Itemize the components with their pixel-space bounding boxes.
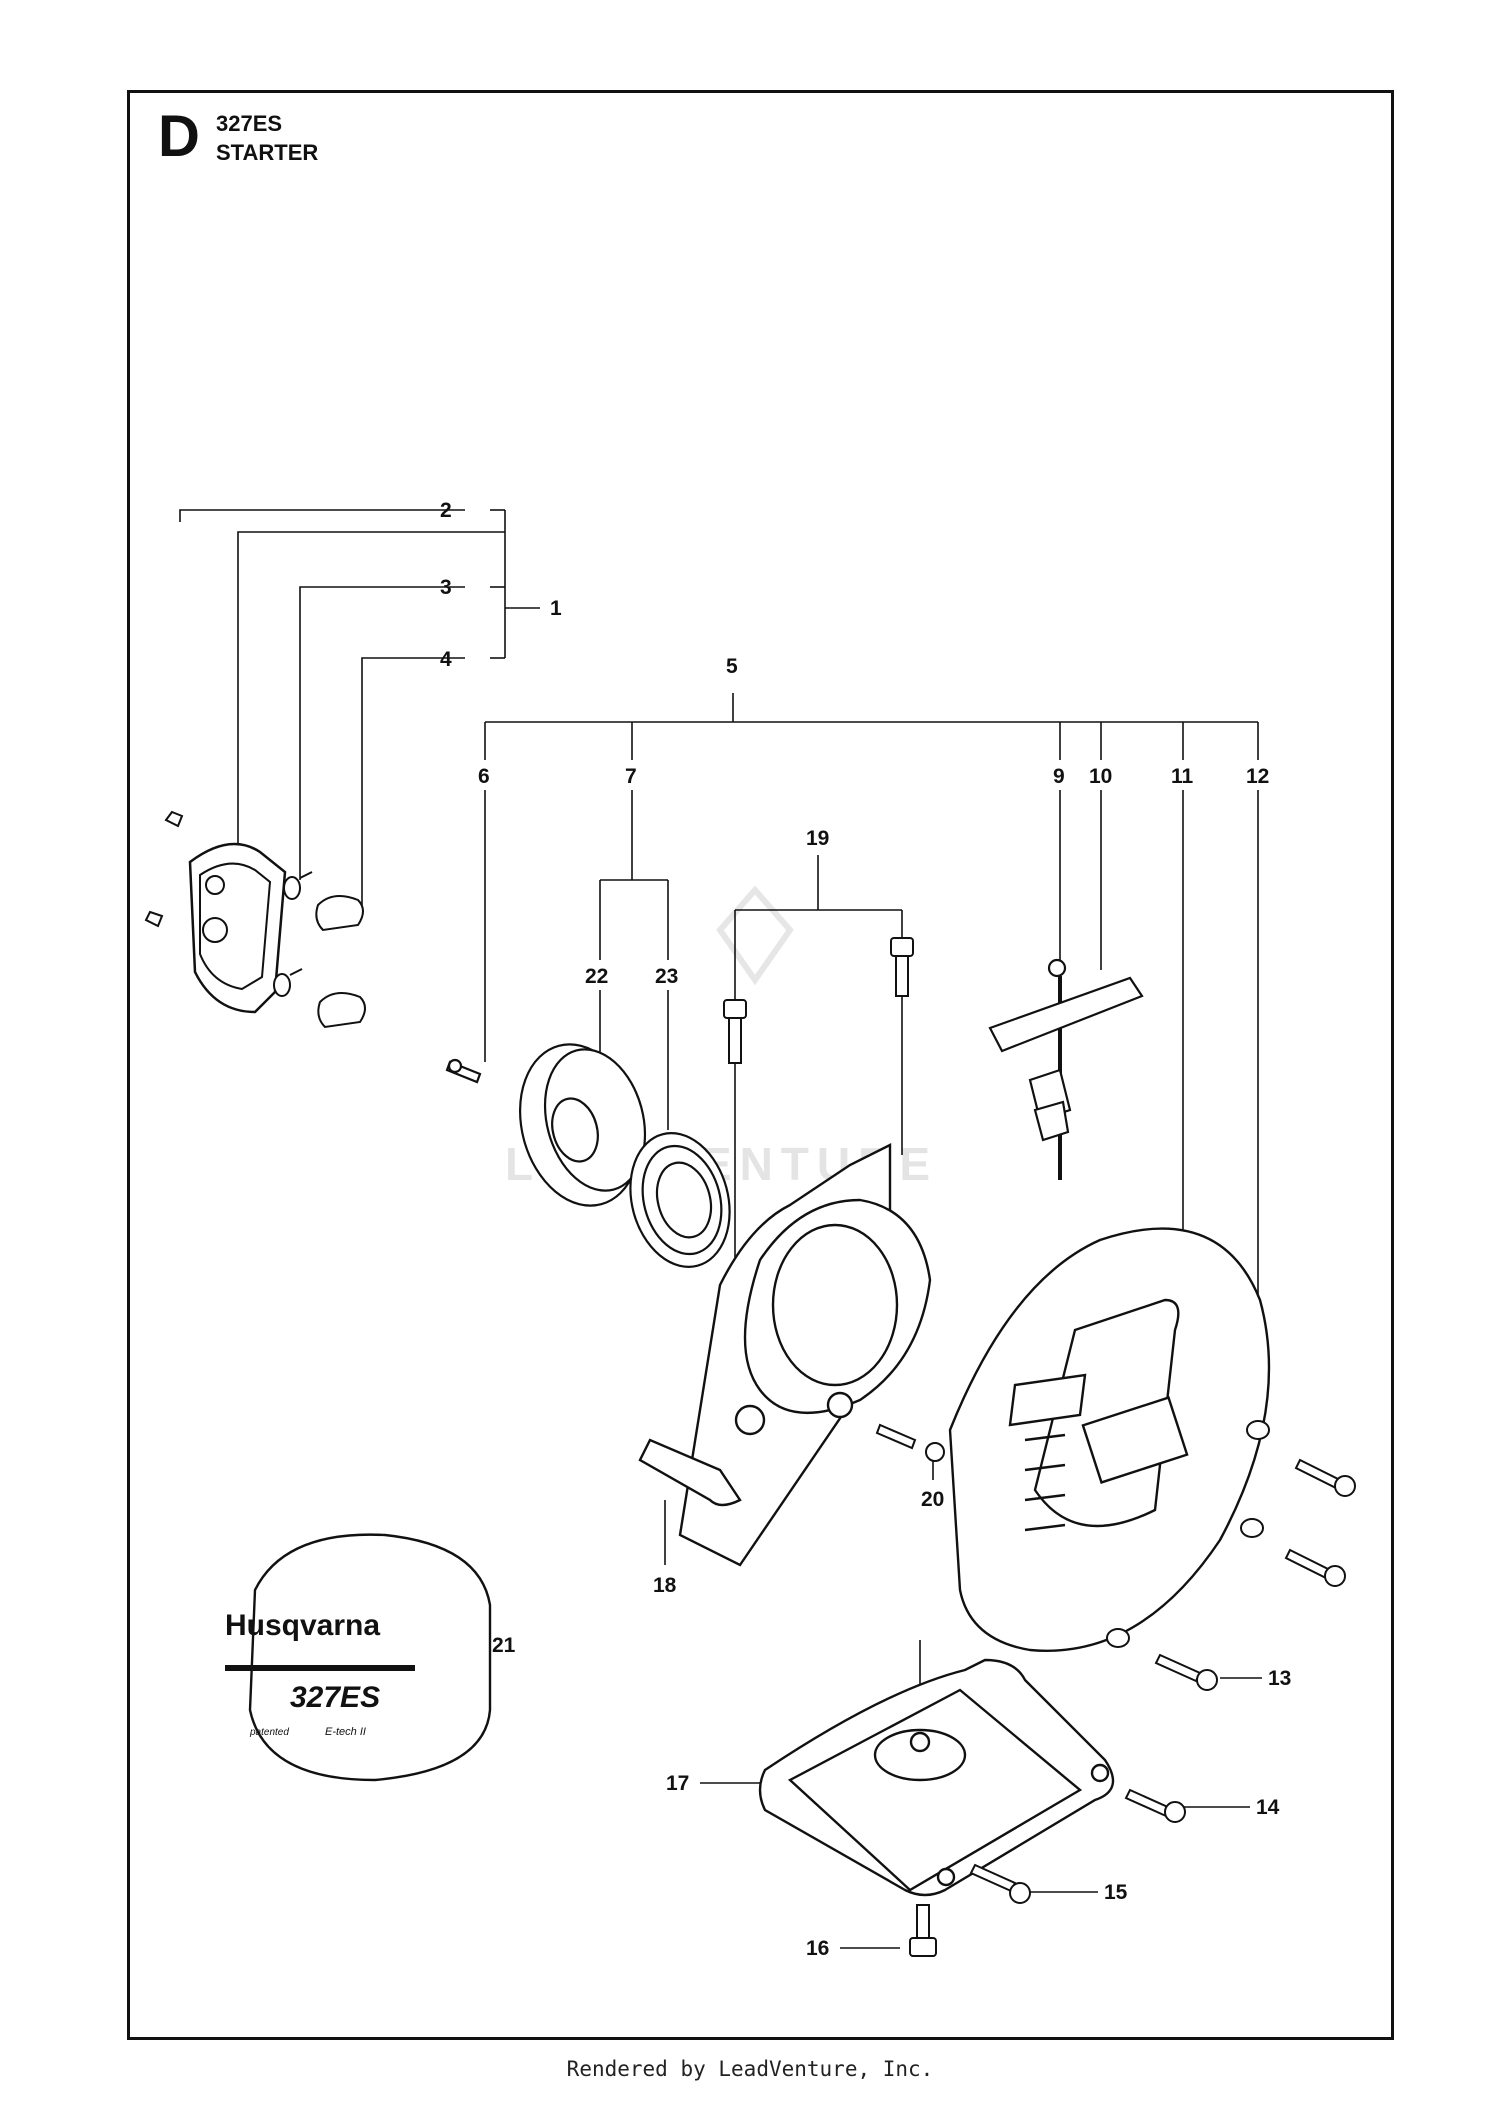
callout-20: 20 — [921, 1488, 944, 1511]
callout-5: 5 — [726, 655, 738, 678]
decal-brand: Husqvarna — [225, 1609, 380, 1642]
decal-model: 327ES — [290, 1681, 380, 1714]
screws-19 — [723, 937, 914, 1064]
cover-screws — [875, 1420, 1356, 1691]
section-title: STARTER — [216, 140, 319, 165]
callout-7: 7 — [625, 765, 637, 788]
callout-16: 16 — [806, 1937, 829, 1960]
leader-lines — [179, 509, 1262, 1949]
starter-handle — [988, 958, 1144, 1180]
starter-housing — [638, 1143, 932, 1567]
callout-3: 3 — [440, 576, 452, 599]
husqvarna-decal: Husqvarna 327ES patented E-tech II — [225, 1533, 492, 1782]
decal-right-text: E-tech II — [325, 1726, 366, 1738]
callout-12: 12 — [1246, 765, 1269, 788]
callout-4: 4 — [440, 648, 452, 671]
callout-14: 14 — [1256, 1796, 1280, 1819]
callout-11: 11 — [1171, 765, 1194, 788]
bottom-plate — [758, 1658, 1115, 1897]
callout-22: 22 — [585, 965, 608, 988]
callout-labels: 2 3 1 4 5 6 7 9 10 11 12 19 22 23 20 18 … — [440, 499, 1291, 1960]
starter-cover — [948, 1227, 1271, 1652]
callout-13: 13 — [1268, 1667, 1291, 1690]
decal-left-text: patented — [249, 1727, 289, 1738]
callout-9: 9 — [1053, 765, 1065, 788]
pawl-assembly — [144, 810, 366, 1029]
callout-10: 10 — [1089, 765, 1112, 788]
plate-screws — [909, 1788, 1186, 1957]
callout-1: 1 — [550, 597, 562, 620]
callout-21: 21 — [492, 1634, 516, 1657]
diagram-frame — [127, 90, 1394, 2040]
callout-23: 23 — [655, 965, 678, 988]
callout-2: 2 — [440, 499, 452, 522]
callout-6: 6 — [478, 765, 490, 788]
section-letter: D — [158, 104, 200, 169]
callout-17: 17 — [666, 1772, 689, 1795]
footer-credit: Rendered by LeadVenture, Inc. — [566, 2057, 934, 2081]
callout-19: 19 — [806, 827, 829, 850]
callout-18: 18 — [653, 1574, 677, 1597]
callout-15: 15 — [1104, 1881, 1128, 1904]
model-name: 327ES — [216, 111, 283, 136]
pulley-and-spring — [445, 1043, 731, 1268]
